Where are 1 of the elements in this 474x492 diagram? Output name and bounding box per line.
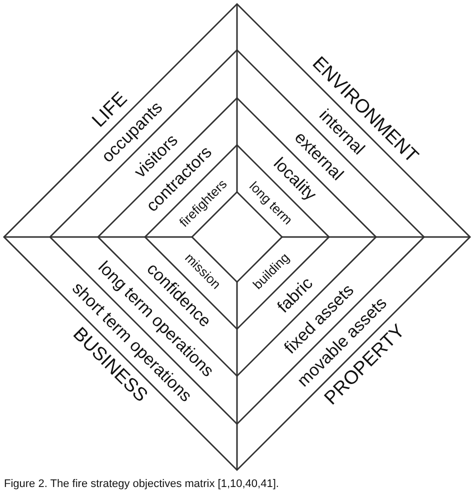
figure-caption: Figure 2. The fire strategy objectives matrix [1,10,40,41]. [4,478,279,490]
